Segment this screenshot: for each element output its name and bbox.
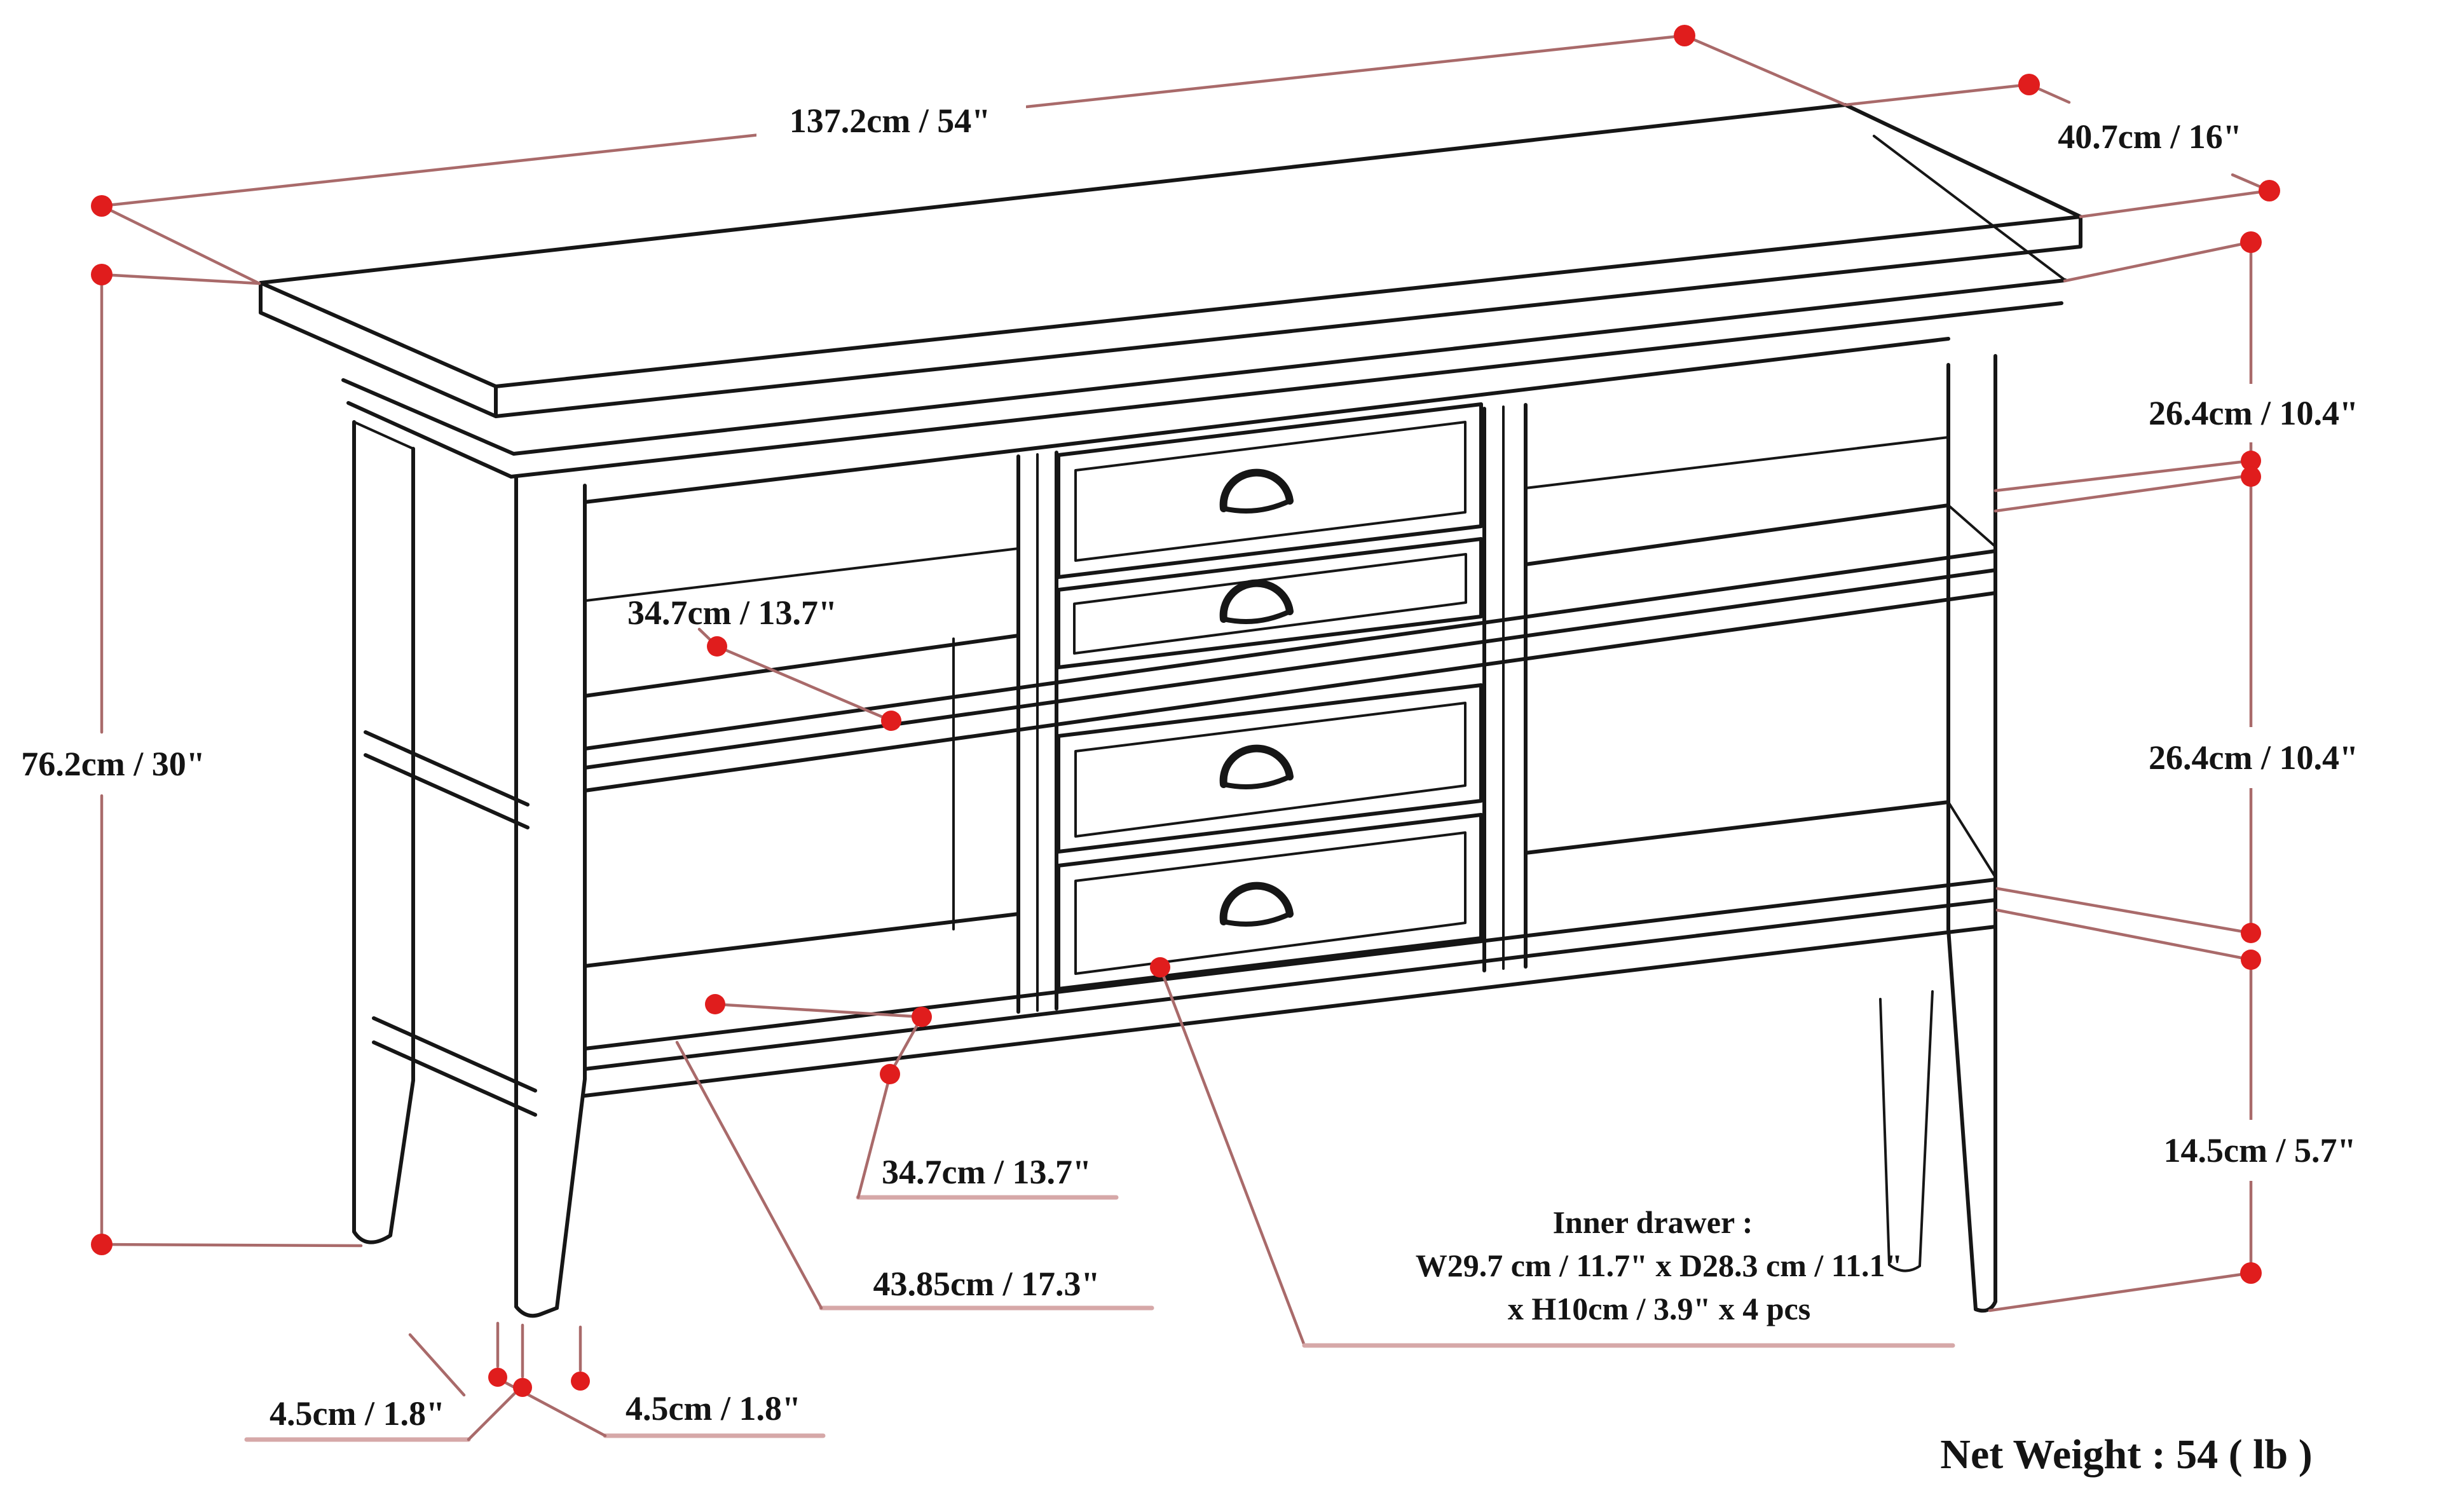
dim-overall-height (100, 273, 363, 1248)
inner-drawer-note: Inner drawer : W29.7 cm / 11.7" x D28.3 … (1416, 1204, 1903, 1326)
dim-leg-size (244, 1321, 826, 1442)
top-rail (583, 337, 1950, 504)
dim-bottom-shelf-depth (713, 1002, 1119, 1200)
inner-drawer-note-line2: W29.7 cm / 11.7" x D28.3 cm / 11.1" (1416, 1248, 1903, 1283)
tabletop (259, 103, 2082, 418)
drawer-1-handle (1219, 468, 1294, 512)
label-leg-clearance: 14.5cm / 5.7" (2164, 1131, 2356, 1169)
label-leg-depth: 4.5cm / 1.8" (626, 1389, 801, 1427)
label-leg-width: 4.5cm / 1.8" (270, 1394, 445, 1433)
net-weight-label: Net Weight : 54 ( lb ) (1940, 1431, 2312, 1478)
bottom-shelf (583, 800, 1997, 1098)
drawer-3 (1056, 683, 1483, 854)
label-mid-shelf-depth: 34.7cm / 13.7" (627, 594, 837, 632)
label-compartment-width: 43.85cm / 17.3" (873, 1265, 1100, 1303)
drawer-bank (1056, 402, 1483, 991)
inner-drawer-note-line3: x H10cm / 3.9" x 4 pcs (1508, 1291, 1810, 1326)
drawer-2 (1056, 537, 1483, 669)
drawer-2-handle (1219, 579, 1294, 623)
dim-compartment-width (675, 1040, 1154, 1311)
console-table-drawing (259, 103, 2082, 1318)
label-overall-width: 137.2cm / 54" (790, 102, 990, 140)
back-left-leg (352, 420, 415, 1244)
dim-right-chain (1988, 240, 2253, 1312)
molding (341, 135, 2067, 479)
label-bottom-shelf-depth: 34.7cm / 13.7" (882, 1153, 1091, 1191)
label-upper-compartment-height: 26.4cm / 10.4" (2149, 394, 2358, 432)
right-partition (1482, 403, 1528, 972)
label-lower-compartment-height: 26.4cm / 10.4" (2149, 739, 2358, 777)
inner-drawer-note-line1: Inner drawer : (1553, 1204, 1753, 1240)
left-side-stretchers (364, 730, 537, 1117)
dimension-annotations (100, 34, 2271, 1442)
middle-shelf (583, 503, 1997, 793)
back-aprons (585, 436, 1950, 602)
drawer-3-handle (1219, 744, 1294, 788)
drawer-4 (1056, 813, 1483, 991)
front-right-leg (1946, 354, 1997, 1313)
label-overall-height: 76.2cm / 30" (21, 745, 205, 783)
label-gaps (11, 94, 2385, 1181)
back-right-leg (1879, 990, 1934, 1272)
drawer-1 (1056, 402, 1483, 579)
label-top-depth: 40.7cm / 16" (2058, 118, 2241, 156)
dim-overall-width (100, 34, 1847, 285)
drawer-4-handle (1219, 882, 1294, 925)
marker-dots (91, 25, 2280, 1397)
dim-inner-drawer (1158, 965, 1955, 1348)
front-left-leg (514, 476, 587, 1318)
